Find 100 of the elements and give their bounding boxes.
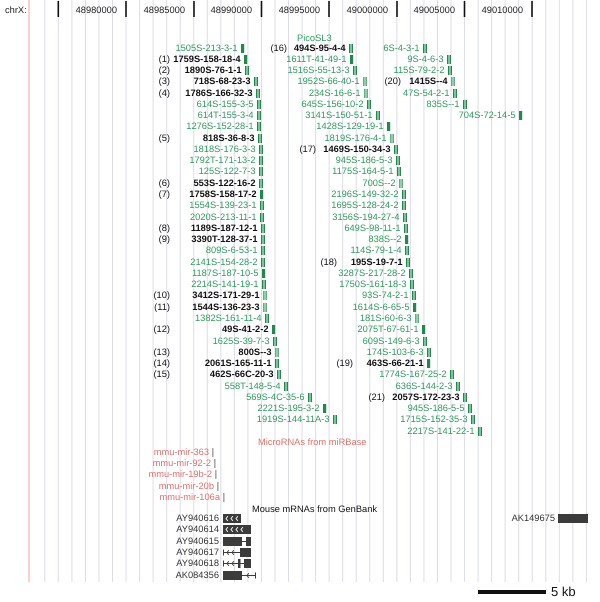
callout-number: (10) bbox=[153, 290, 170, 302]
mrna-label: AK149675 bbox=[512, 512, 555, 524]
feature-label: 1715S-152-35-3 bbox=[400, 414, 468, 426]
feature-label: 569S-4C-35-6 bbox=[246, 392, 304, 403]
feature-label: 3390T-128-37-1 bbox=[191, 234, 258, 246]
feature-label: 181S-60-6-3 bbox=[360, 312, 412, 324]
feature-label: 614S-155-3-5 bbox=[196, 98, 254, 110]
feature-label: 3412S-171-29-1 bbox=[192, 290, 260, 302]
feature-label: 1819S-176-4-1 bbox=[324, 132, 386, 144]
callout-number: (12) bbox=[153, 324, 170, 336]
feature-label: 2217S-141-22-1 bbox=[407, 426, 474, 437]
feature-label: 645S-156-10-2 bbox=[301, 98, 364, 110]
feature-label: 1774S-167-25-2 bbox=[379, 369, 446, 380]
feature-label: 1428S-129-19-1 bbox=[316, 121, 384, 132]
feature-label: 6S-4-3-1 bbox=[383, 42, 420, 54]
feature-label: 1750S-161-18-3 bbox=[339, 279, 406, 290]
callout-number: (15) bbox=[153, 369, 170, 380]
callout-number: (1) bbox=[158, 54, 170, 65]
callout-number: (16) bbox=[270, 42, 287, 54]
feature-label: 1952S-66-40-1 bbox=[297, 76, 360, 88]
feature-label: 1614S-6-65-5 bbox=[352, 302, 410, 313]
feature-label: 1382S-161-11-4 bbox=[194, 312, 262, 324]
feature-label: 1276S-152-28-1 bbox=[186, 121, 254, 132]
feature-label: 1792T-171-13-2 bbox=[189, 155, 256, 166]
feature-label: 1544S-136-23-3 bbox=[192, 302, 260, 313]
feature-label: 1919S-144-11A-3 bbox=[256, 414, 330, 426]
feature-label: 700S--2 bbox=[362, 178, 396, 189]
feature-label: 1890S-76-1-1 bbox=[184, 65, 242, 76]
feature-label: 1469S-150-34-3 bbox=[323, 144, 390, 155]
feature-label: 704S-72-14-5 bbox=[458, 110, 516, 122]
mrna-label: AY940617 bbox=[176, 546, 219, 558]
feature-label: 609S-149-6-3 bbox=[362, 336, 420, 347]
feature-label: 1625S-39-7-3 bbox=[212, 336, 270, 347]
mrna-label: AY940618 bbox=[176, 558, 219, 568]
feature-label: 649S-98-11-1 bbox=[344, 222, 400, 234]
feature-label: 2057S-172-23-3 bbox=[392, 392, 460, 403]
feature-label: 462S-66C-20-3 bbox=[210, 369, 274, 380]
feature-label: 9S-4-6-3 bbox=[407, 54, 444, 65]
feature-label: 2221S-195-3-2 bbox=[257, 403, 320, 414]
feature-label: 1189S-187-12-1 bbox=[190, 222, 258, 234]
feature-label: 93S-74-2-1 bbox=[362, 290, 408, 302]
callout-number: (14) bbox=[153, 358, 170, 370]
feature-label: 195S-19-7-1 bbox=[350, 256, 402, 268]
callout-number: (4) bbox=[158, 88, 170, 99]
callout-number: (8) bbox=[158, 222, 170, 234]
mirna-label: mmu-mir-19b-2 bbox=[148, 468, 212, 480]
feature-label: 2196S-149-32-2 bbox=[331, 189, 398, 200]
feature-label: 2214S-141-19-1 bbox=[191, 279, 258, 290]
feature-label: 494S-95-4-4 bbox=[294, 42, 346, 54]
callout-number: (6) bbox=[158, 178, 170, 189]
feature-label: 114S-79-1-4 bbox=[350, 245, 402, 256]
track-title: PicoSL3 bbox=[297, 32, 332, 44]
feature-label: 1759S-158-18-4 bbox=[173, 54, 240, 65]
feature-label: 636S-144-2-3 bbox=[396, 380, 452, 392]
feature-label: 1818S-176-3-3 bbox=[193, 144, 256, 155]
feature-label: 945S-186-5-3 bbox=[336, 155, 392, 166]
feature-label: 1611T-41-49-1 bbox=[286, 54, 346, 65]
callout-number: (17) bbox=[299, 144, 316, 155]
mirna-label: mmu-mir-92-2 bbox=[152, 458, 211, 468]
feature-label: 835S--1 bbox=[426, 98, 460, 110]
feature-label: 2141S-154-28-2 bbox=[190, 256, 258, 268]
feature-label: 47S-54-2-1 bbox=[402, 88, 450, 99]
callout-number: (11) bbox=[154, 302, 170, 313]
callout-number: (5) bbox=[158, 132, 170, 144]
position-label: 49010000 bbox=[482, 4, 523, 16]
feature-label: 3156S-194-27-4 bbox=[332, 212, 400, 223]
feature-label: 809S-6-53-1 bbox=[206, 245, 258, 256]
scale-label: 5 kb bbox=[551, 584, 576, 600]
feature-label: 553S-122-16-2 bbox=[193, 178, 256, 189]
callout-number: (3) bbox=[158, 76, 170, 88]
feature-label: 1695S-128-24-2 bbox=[331, 200, 398, 212]
feature-label: 2075T-67-61-1 bbox=[358, 324, 418, 336]
feature-label: 3287S-217-28-2 bbox=[338, 268, 406, 279]
callout-number: (13) bbox=[153, 346, 170, 358]
callout-number: (18) bbox=[320, 256, 337, 268]
callout-number: (19) bbox=[336, 358, 353, 370]
feature-label: 463S-66-21-1 bbox=[366, 358, 424, 370]
feature-label: 1758S-158-17-2 bbox=[189, 189, 256, 200]
track-title: MicroRNAs from miRBase bbox=[258, 436, 366, 448]
feature-label: 1554S-139-23-1 bbox=[189, 200, 256, 212]
mrna-label: AY940616 bbox=[176, 512, 219, 524]
callout-number: (21) bbox=[368, 392, 385, 403]
track-title: Mouse mRNAs from GenBank bbox=[252, 504, 378, 514]
feature-label: 174S-103-6-3 bbox=[366, 346, 424, 358]
feature-label: 718S-68-23-3 bbox=[194, 76, 250, 88]
position-label: 49000000 bbox=[346, 4, 388, 16]
feature-label: 838S--2 bbox=[368, 234, 402, 246]
feature-label: 234S-16-6-1 bbox=[308, 88, 360, 99]
feature-label: 125S-122-7-3 bbox=[198, 166, 256, 178]
mrna-label: AY940615 bbox=[176, 536, 219, 546]
callout-number: (9) bbox=[158, 234, 170, 246]
feature-label: 1505S-213-3-1 bbox=[175, 42, 238, 54]
mirna-label: mmu-mir-20b bbox=[158, 480, 214, 492]
feature-label: 1415S--4 bbox=[409, 76, 448, 88]
feature-label: 2020S-213-11-1 bbox=[190, 212, 256, 223]
position-label: 48995000 bbox=[278, 4, 320, 16]
mrna-label: AY940614 bbox=[176, 524, 219, 534]
feature-label: 115S-79-2-2 bbox=[394, 65, 444, 76]
callout-number: (2) bbox=[158, 65, 170, 76]
feature-label: 3141S-150-51-1 bbox=[305, 110, 372, 122]
